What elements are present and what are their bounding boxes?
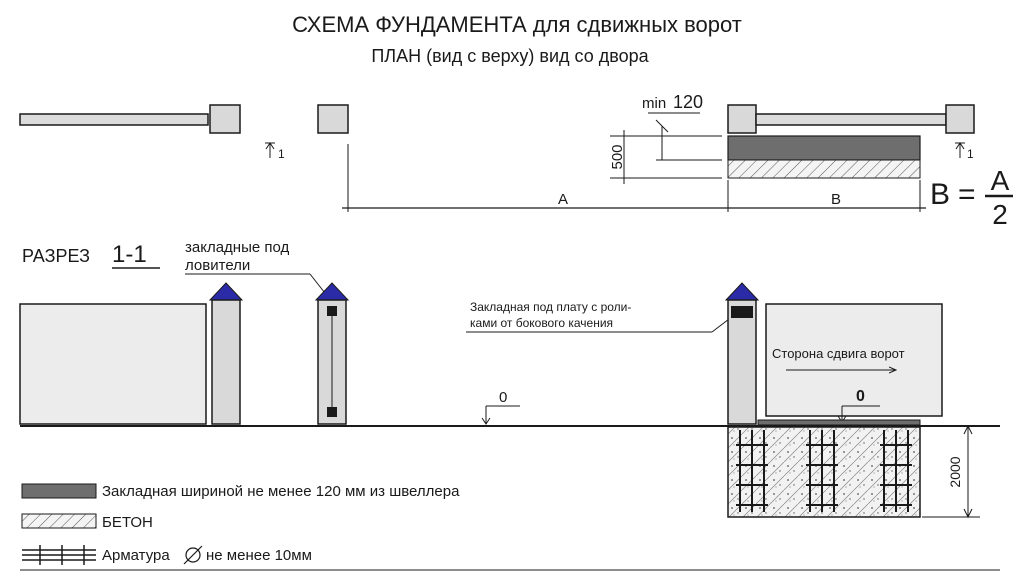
plan-gate-rail	[755, 113, 947, 126]
page-title: СХЕМА ФУНДАМЕНТА для сдвижных ворот	[292, 12, 742, 37]
legend-swatch-rebar	[22, 545, 96, 565]
embeds-label-line1: закладные под	[185, 239, 290, 256]
formula-denominator: 2	[992, 199, 1008, 230]
legend-item-rebar: Арматура не менее 10мм	[22, 545, 312, 565]
plan-fence-rail-left	[19, 113, 209, 126]
rebar-cage-3	[880, 430, 912, 512]
gate-level-zero: 0	[856, 388, 865, 405]
plate-label-line1: Закладная под плату с роли-	[470, 300, 631, 314]
section-title-prefix: РАЗРЕЗ	[22, 246, 90, 266]
formula-b-equals-a-half: B = A 2	[930, 165, 1013, 230]
plate-label-line2: ками от бокового качения	[470, 316, 613, 330]
embeds-label-line2: ловители	[185, 257, 250, 274]
catcher-embed-bottom	[327, 407, 337, 417]
plan-post-4	[945, 104, 975, 134]
level-zero-label: 0	[499, 389, 507, 406]
section-mark-left-label: 1	[278, 147, 285, 161]
dimension-a: A	[558, 191, 568, 208]
rebar-cage-2	[806, 430, 838, 512]
legend-text-rebar-size: не менее 10мм	[206, 547, 312, 564]
plan-concrete-strip	[727, 159, 921, 179]
fence-panel-left	[19, 303, 207, 425]
plan-post-1	[209, 104, 241, 134]
post-3-cap	[724, 282, 760, 301]
gate-panel	[765, 303, 943, 417]
foundation-block	[727, 426, 921, 518]
post-2-cap	[314, 282, 350, 301]
diameter-icon	[183, 545, 203, 565]
roller-plate-embed	[731, 306, 753, 318]
section-title-number: 1-1	[112, 241, 147, 268]
section-channel-embed	[757, 419, 921, 426]
legend-swatch-concrete	[21, 513, 97, 529]
legend: Закладная шириной не менее 120 мм из шве…	[20, 483, 1000, 571]
rebar-cage-1	[736, 430, 768, 512]
shift-direction-label: Сторона сдвига ворот	[772, 346, 905, 361]
section-mark-right-label: 1	[967, 147, 974, 161]
plan-channel-embed	[727, 135, 921, 161]
depth-500-label: 500	[609, 144, 626, 169]
post-1	[211, 299, 241, 425]
plan-post-3	[727, 104, 757, 134]
legend-text-rebar: Арматура	[102, 547, 170, 564]
section-mark-right: 1	[955, 142, 974, 161]
legend-item-channel: Закладная шириной не менее 120 мм из шве…	[21, 483, 460, 500]
formula-numerator: A	[991, 165, 1010, 196]
legend-text-channel: Закладная шириной не менее 120 мм из шве…	[102, 483, 460, 500]
plan-post-2	[317, 104, 349, 134]
min-value: 120	[673, 92, 703, 112]
depth-2000-label: 2000	[947, 456, 963, 487]
plan-view: 1 1 min 120 500 A B	[19, 92, 1013, 230]
post-3	[727, 299, 757, 425]
legend-text-concrete: БЕТОН	[102, 514, 153, 531]
formula-lhs: B	[930, 178, 950, 211]
legend-swatch-channel	[21, 483, 97, 499]
section-mark-left: 1	[265, 142, 285, 161]
section-view: РАЗРЕЗ 1-1 закладные под ловители 0 Закл…	[19, 239, 1000, 519]
dimension-b: B	[831, 191, 841, 208]
min-label: min	[642, 95, 666, 112]
post-1-cap	[208, 282, 244, 301]
catcher-embed-top	[327, 306, 337, 316]
page-subtitle: ПЛАН (вид с верху) вид со двора	[371, 46, 649, 66]
formula-equals: =	[958, 178, 976, 211]
legend-item-concrete: БЕТОН	[21, 513, 153, 531]
